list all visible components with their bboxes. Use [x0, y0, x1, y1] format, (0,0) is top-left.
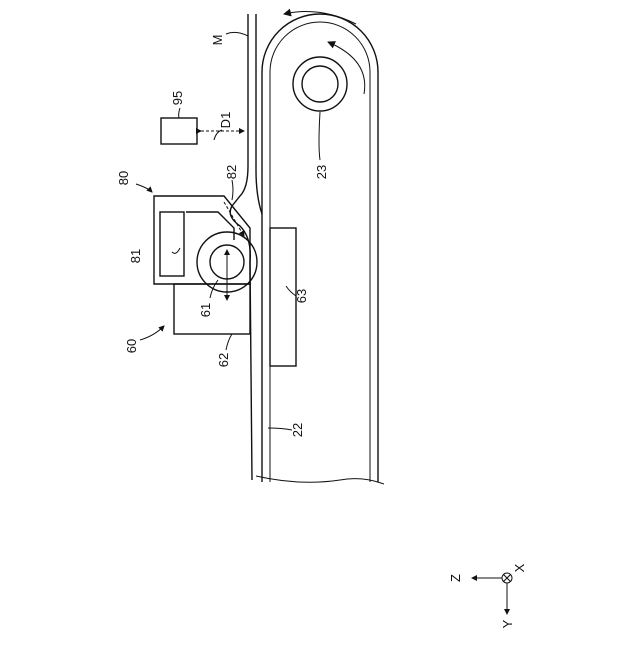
label-23: 23: [314, 165, 329, 179]
pad-63: [270, 228, 296, 366]
label-M: M: [210, 35, 225, 46]
leader-81: [172, 248, 180, 253]
label-62: 62: [216, 353, 231, 367]
roller-61: [197, 232, 257, 300]
label-D1: D1: [218, 112, 233, 129]
label-61: 61: [198, 303, 213, 317]
axes-indicator: Z X Y: [448, 563, 527, 628]
roller-23: [293, 57, 347, 111]
axis-label-y: Y: [500, 619, 515, 628]
label-60: 60: [124, 339, 139, 353]
leader-M: [226, 32, 248, 36]
leader-62: [226, 334, 232, 350]
label-95: 95: [170, 91, 185, 105]
unit-80: [154, 196, 250, 284]
axis-label-x: X: [512, 563, 527, 572]
leader-60: [140, 326, 164, 340]
label-22: 22: [290, 423, 305, 437]
label-80: 80: [116, 171, 131, 185]
label-63: 63: [294, 289, 309, 303]
leader-22: [268, 428, 292, 430]
sensor-95: [161, 118, 197, 144]
block-81: [160, 212, 184, 276]
leader-95: [179, 108, 180, 118]
axis-label-z: Z: [448, 574, 463, 582]
label-81: 81: [128, 249, 143, 263]
label-82: 82: [224, 165, 239, 179]
leader-80: [136, 184, 152, 192]
leader-82: [232, 180, 233, 200]
leader-23: [319, 112, 320, 160]
